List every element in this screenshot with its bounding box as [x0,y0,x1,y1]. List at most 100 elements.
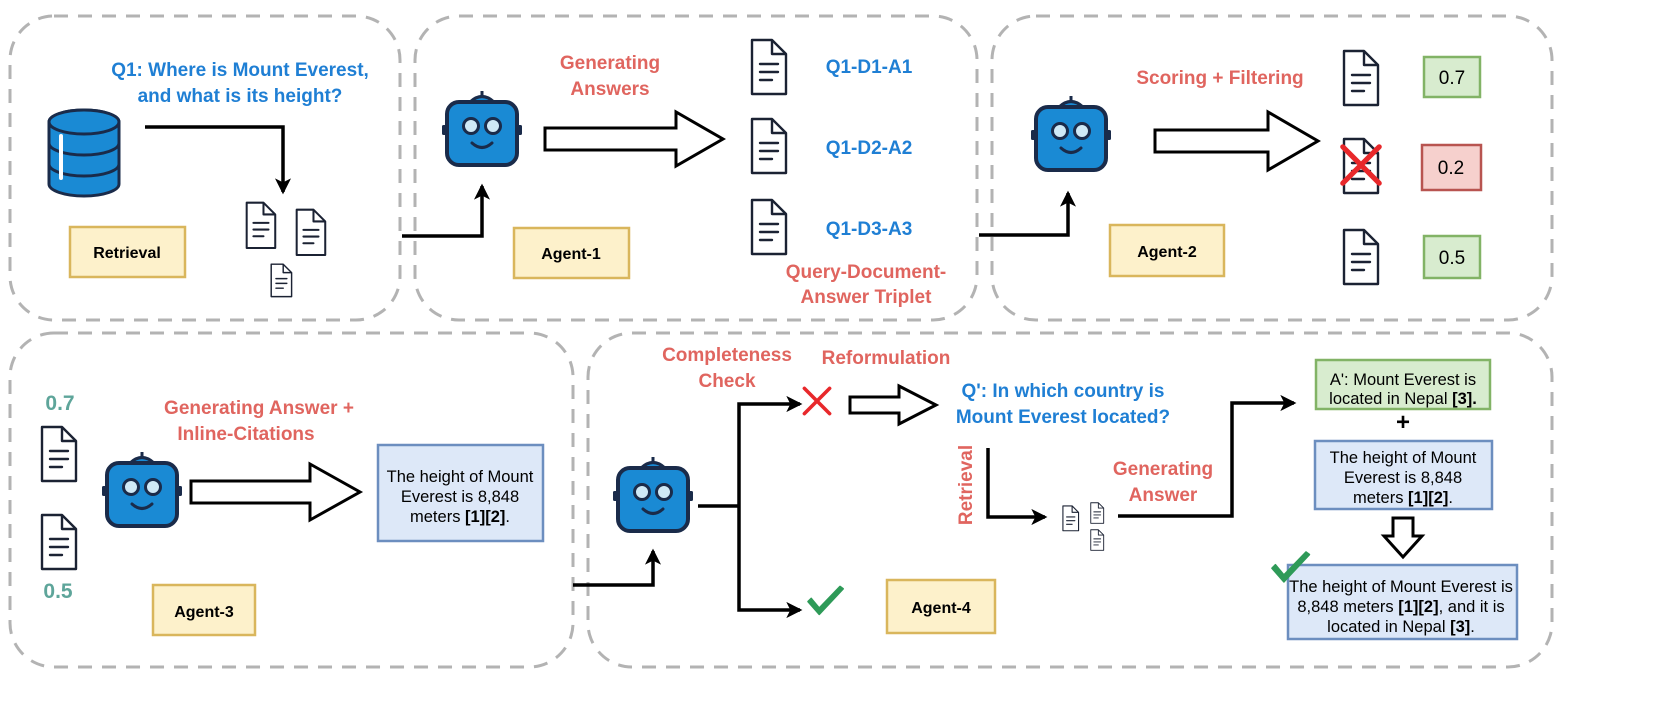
new-query-line1: Q': In which country is [962,381,1165,402]
completeness-check-line2: Check [698,371,755,392]
citation-marker: [1][2] [1408,489,1448,507]
generating-answer-line1: Generating [1113,459,1213,480]
big-arrow [189,461,364,523]
final-answer-line1: The height of Mount Everest is [1289,578,1513,596]
big-arrow [543,109,727,169]
score-box-drop [1420,143,1483,192]
final-answer-text: located in Nepal [1327,618,1450,636]
check-icon [807,585,845,616]
completeness-check-line1: Completeness [662,345,792,366]
triplet-label: Q1-D2-A2 [826,138,913,159]
connector-agent-3-to-agent-4 [573,548,662,587]
label-retrieval [68,225,187,279]
generating-citations-line1: Generating Answer + [164,398,354,419]
previous-answer-line2: Everest is 8,848 [1344,469,1462,487]
score-value: 0.7 [1439,68,1465,89]
previous-answer-end: . [1448,489,1453,507]
label-agent-4-text: Agent-4 [911,600,971,617]
label-agent-2-text: Agent-2 [1137,244,1197,261]
retrieval-vertical-label: Retrieval [956,445,977,525]
generating-answer-line2: Answer [1129,485,1198,506]
connector-agent-1-to-agent-2 [979,190,1077,237]
generating-answers-line1: Generating [560,53,660,74]
retrieval-arrow [986,448,1048,526]
document-icon [1342,228,1380,286]
reformulation-label: Reformulation [822,348,951,369]
retrieval-arrow [145,125,292,195]
partial-answer-line1: A': Mount Everest is [1330,371,1476,389]
document-icon [295,208,327,257]
cited-answer-end: . [505,508,510,526]
new-query-line2: Mount Everest located? [956,407,1170,428]
document-icon [245,201,277,250]
document-icon [40,425,78,483]
document-icon [1062,505,1080,532]
previous-answer-line3: meters [1][2]. [1353,489,1453,507]
cited-answer-line3: meters [1][2]. [410,508,510,526]
final-answer-line2: 8,848 meters [1][2], and it is [1297,598,1504,616]
big-arrow [1153,109,1321,173]
triplet-label: Q1-D1-A1 [826,57,913,78]
generation-arrow [1118,394,1297,518]
partial-answer-line2: located in Nepal [3]. [1329,390,1477,408]
label-agent-3 [151,583,257,637]
label-agent-1-text: Agent-1 [541,246,601,263]
final-answer-text: , and it is [1439,598,1505,616]
document-icon [1090,529,1105,551]
cross-icon [802,386,832,416]
document-icon [750,117,788,175]
scoring-filtering-title: Scoring + Filtering [1136,68,1303,89]
plus-sign: + [1396,409,1410,436]
query-text-line2: and what is its height? [138,86,343,107]
partial-answer-end: . [1472,390,1477,408]
label-agent-2 [1108,223,1226,278]
previous-answer-text: meters [1353,489,1408,507]
partial-answer-box [1314,358,1492,411]
panel-agent-1 [413,14,979,322]
document-icon [270,263,293,298]
triplet-caption-line1: Query-Document- [786,262,946,283]
connector-retrieval-to-agent-1 [402,183,491,238]
branch-incomplete [737,395,803,506]
label-agent-4 [885,578,997,635]
panel-agent-4 [586,331,1554,669]
final-answer-text: 8,848 meters [1297,598,1398,616]
previous-answer-box [1313,439,1494,511]
citation-marker: [1][2] [1398,598,1438,616]
document-icon [750,198,788,256]
big-arrow [848,383,940,427]
final-answer-box [1286,563,1519,641]
panel-agent-2 [990,14,1554,322]
citation-marker: [1][2] [465,508,505,526]
label-agent-3-text: Agent-3 [174,604,234,621]
citation-marker: [3] [1452,390,1472,408]
citation-marker: [3] [1450,618,1470,636]
query-text-line1: Q1: Where is Mount Everest, [111,60,369,81]
document-icon [40,513,78,571]
triplet-caption-line2: Answer Triplet [801,287,933,308]
score-value: 0.5 [1439,248,1465,269]
robot-icon [440,89,524,167]
label-retrieval-text: Retrieval [93,245,161,262]
triplet-label: Q1-D3-A3 [826,219,913,240]
final-answer-end: . [1470,618,1475,636]
cited-answer-line2: Everest is 8,848 [401,488,519,506]
generating-answers-line2: Answers [570,79,649,100]
final-answer-line3: located in Nepal [3]. [1327,618,1475,636]
robot-icon [611,455,695,533]
score-value: 0.2 [1438,158,1464,179]
generating-citations-line2: Inline-Citations [177,424,314,445]
branch-complete [737,506,803,619]
robot-icon [1029,94,1113,172]
score-top: 0.7 [45,392,74,415]
label-agent-1 [512,226,631,280]
document-icon [750,38,788,96]
partial-answer-text: located in Nepal [1329,390,1452,408]
document-icon [1090,502,1105,524]
cited-answer-box [376,443,545,543]
database-icon [47,108,121,198]
cited-answer-line1: The height of Mount [387,468,534,486]
previous-answer-line1: The height of Mount [1330,449,1477,467]
document-icon [1342,49,1380,107]
